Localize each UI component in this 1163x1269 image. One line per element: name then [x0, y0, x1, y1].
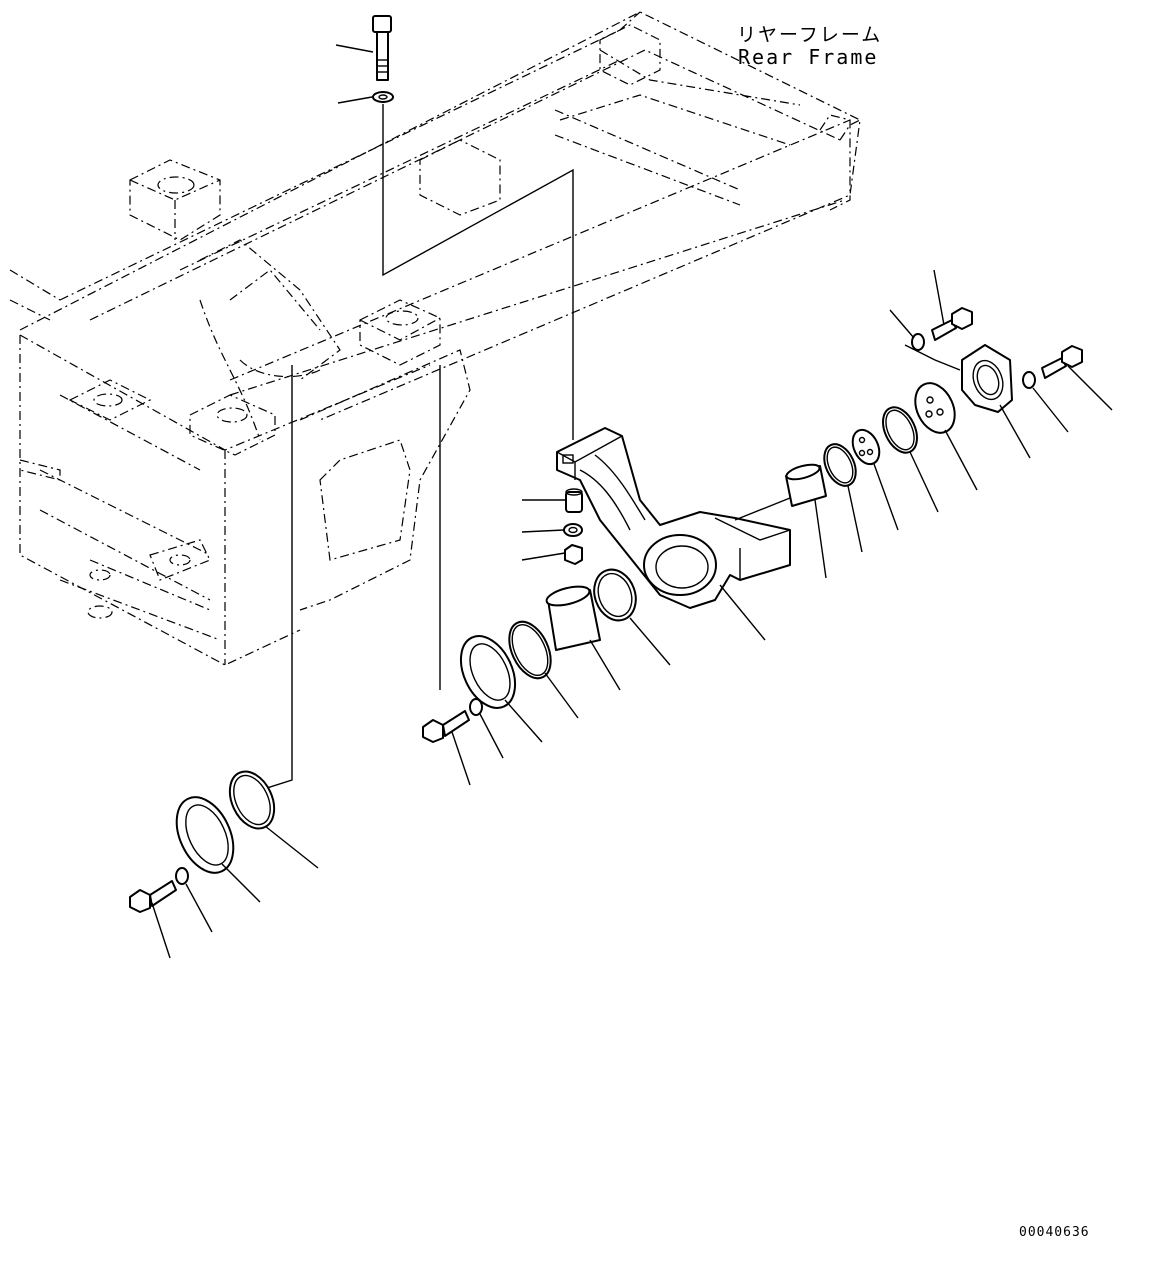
leader-line — [814, 499, 827, 579]
lower-cover-plate — [175, 796, 235, 874]
assembly-axis-rear — [904, 344, 961, 371]
front-sleeve-bushing — [545, 585, 601, 651]
leader-line — [151, 902, 171, 959]
front-bolt — [422, 710, 470, 743]
leader-line — [909, 451, 939, 513]
leader-line — [185, 883, 213, 933]
rear-frame-outline — [9, 11, 861, 666]
leader-line — [1032, 387, 1069, 433]
top-bolt — [372, 15, 392, 81]
leader-line — [337, 96, 373, 104]
leader-line — [734, 497, 791, 521]
washer-small — [563, 523, 583, 537]
rear-end-cover — [961, 344, 1013, 413]
leader-line — [544, 672, 579, 719]
top-washer — [372, 91, 394, 103]
leader-line — [335, 44, 374, 53]
rear-o-ring — [823, 443, 857, 487]
leader-line — [719, 584, 766, 641]
leader-line — [479, 713, 504, 759]
rear-washer-right — [1022, 371, 1036, 389]
leader-line — [264, 825, 319, 869]
lower-washer — [175, 867, 189, 885]
frame-name-japanese: リヤーフレーム — [737, 24, 883, 46]
frame-name-english: Rear Frame — [738, 45, 879, 69]
leader-line — [933, 269, 945, 326]
leader-line — [629, 617, 671, 666]
assembly-axis-lower — [244, 365, 293, 796]
axle-support-bracket — [556, 427, 791, 609]
leader-line — [521, 552, 566, 561]
leader-line — [889, 309, 915, 339]
assembly-axis-top — [382, 104, 574, 440]
lower-bolt — [129, 880, 177, 913]
rear-washer-top — [911, 333, 925, 351]
front-cover-plate — [459, 635, 517, 709]
leader-line — [451, 731, 471, 786]
bushing — [565, 488, 583, 513]
leader-line — [873, 463, 899, 531]
leader-line — [504, 699, 543, 743]
leader-line — [589, 639, 621, 691]
leader-line — [847, 485, 863, 553]
rear-sleeve-bushing — [785, 463, 827, 507]
rear-shim-plate — [851, 428, 881, 466]
front-seal-ring — [508, 620, 552, 680]
leader-line — [999, 404, 1031, 459]
drawing-number: 00040636 — [1019, 1225, 1090, 1240]
lower-o-ring — [228, 770, 276, 830]
rear-seal-ring — [882, 406, 918, 454]
nut — [564, 544, 583, 565]
leader-line — [944, 429, 978, 491]
front-washer — [469, 698, 483, 716]
front-o-ring — [593, 568, 637, 622]
leader-line — [221, 863, 261, 903]
leader-line — [521, 529, 565, 533]
leader-line — [1067, 365, 1113, 411]
rear-bolt-top — [931, 307, 973, 341]
rear-bolt-right — [1041, 345, 1083, 379]
